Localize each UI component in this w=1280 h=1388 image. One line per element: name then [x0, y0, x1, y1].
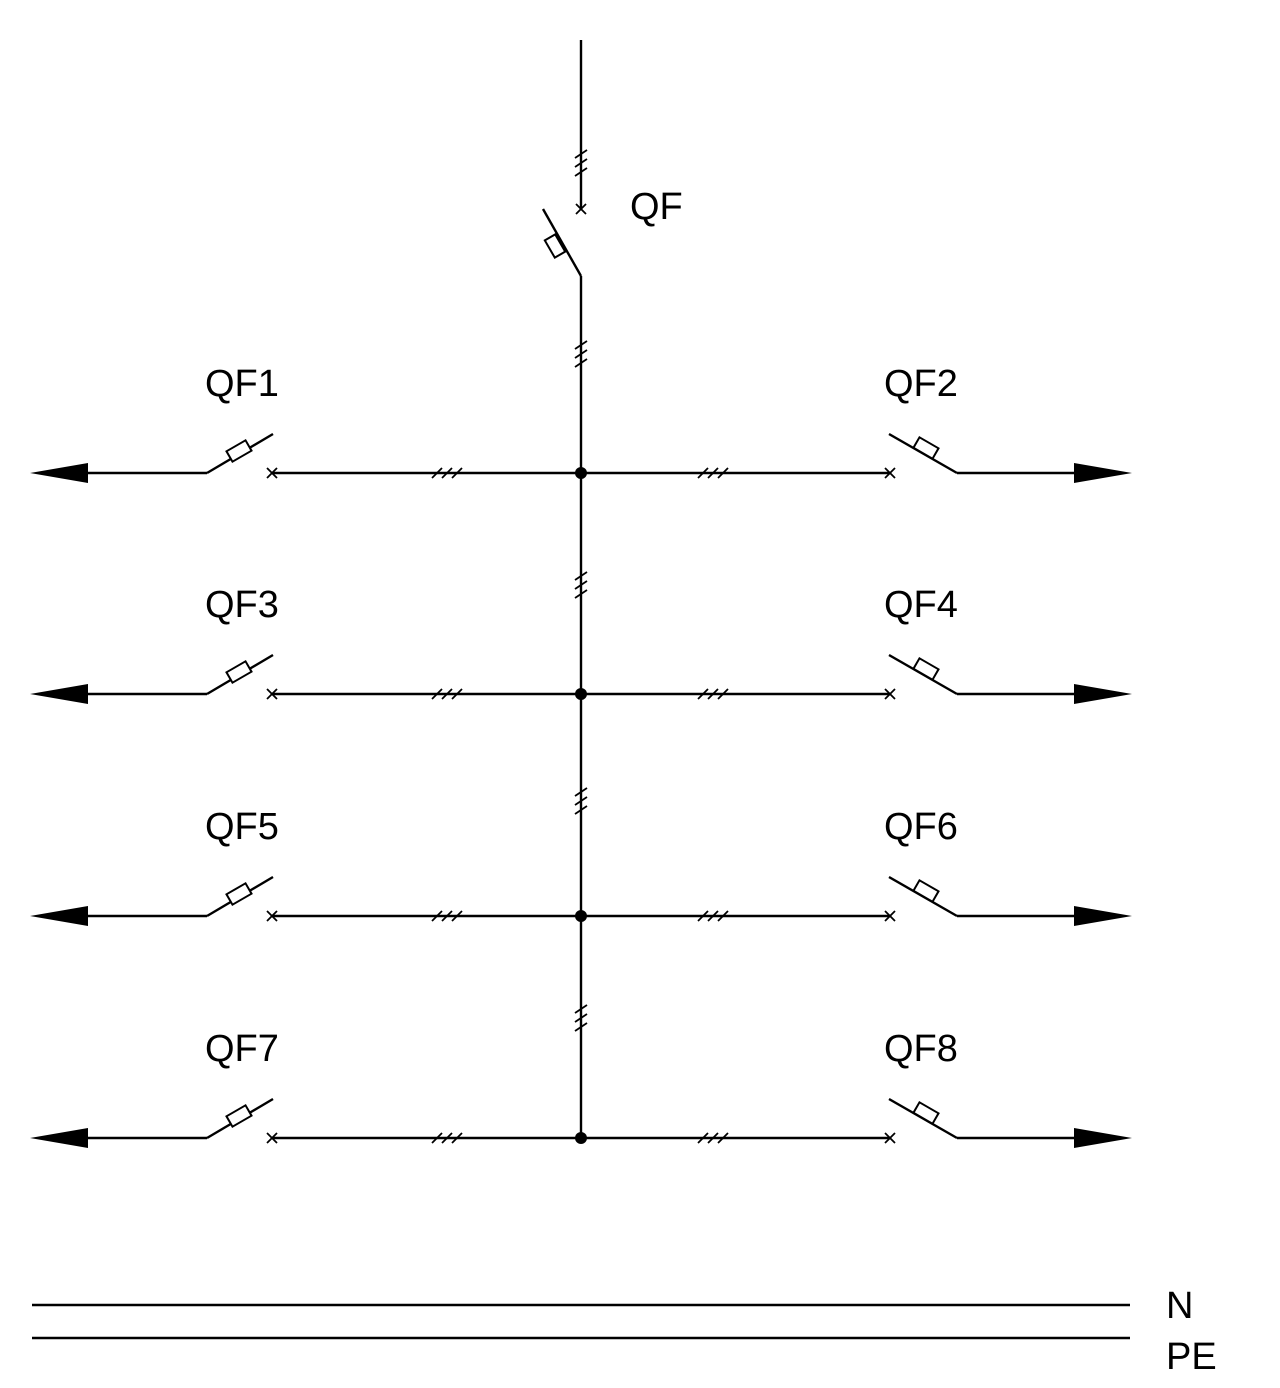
three-phase-tick-left: [431, 910, 463, 922]
branch-row: QF7 QF8: [30, 1028, 1132, 1148]
left-outgoing-arrow: [30, 1128, 88, 1148]
neutral-conductor: N: [32, 1285, 1193, 1327]
left-contact-cross: [266, 688, 278, 700]
three-phase-tick-right: [697, 688, 729, 700]
bus-junction-dot: [575, 688, 587, 700]
right-breaker-label: QF6: [884, 806, 958, 848]
left-contact-cross: [266, 467, 278, 479]
main-breaker-label: QF: [630, 186, 683, 228]
right-contact-cross: [884, 467, 896, 479]
bus-junction-dot: [575, 467, 587, 479]
right-outgoing-arrow: [1074, 463, 1132, 483]
left-breaker-label: QF1: [205, 363, 279, 405]
bus-junction-dot: [575, 910, 587, 922]
three-phase-tick-right: [697, 1132, 729, 1144]
protective-earth-conductor: PE: [32, 1336, 1217, 1378]
three-phase-tick-right: [697, 467, 729, 479]
right-breaker-label: QF8: [884, 1028, 958, 1070]
three-phase-tick-incoming: [574, 149, 588, 177]
left-breaker-trip-unit: [225, 1103, 253, 1129]
right-contact-cross: [884, 688, 896, 700]
right-breaker-trip-unit: [912, 1100, 940, 1126]
left-breaker-trip-unit: [225, 438, 253, 464]
left-outgoing-arrow: [30, 463, 88, 483]
left-contact-cross: [266, 910, 278, 922]
branch-row: QF5 QF6: [30, 806, 1132, 926]
three-phase-tick-right: [697, 910, 729, 922]
main-breaker-blade: [541, 208, 583, 277]
right-outgoing-arrow: [1074, 684, 1132, 704]
three-phase-tick-bus-1: [574, 340, 588, 368]
branch-row: QF1 QF2: [30, 363, 1132, 483]
right-breaker-trip-unit: [912, 656, 940, 682]
three-phase-tick-left: [431, 1132, 463, 1144]
left-breaker-label: QF3: [205, 584, 279, 626]
branch-row: QF3 QF4: [30, 584, 1132, 704]
neutral-label: N: [1166, 1285, 1193, 1327]
vertical-busbar: [574, 276, 588, 1138]
three-phase-tick-bus-2: [574, 571, 588, 599]
left-breaker-trip-unit: [225, 659, 253, 685]
right-breaker-label: QF2: [884, 363, 958, 405]
left-breaker-trip-unit: [225, 881, 253, 907]
three-phase-tick-bus-4: [574, 1004, 588, 1032]
right-contact-cross: [884, 910, 896, 922]
right-breaker-trip-unit: [912, 878, 940, 904]
left-breaker-label: QF7: [205, 1028, 279, 1070]
main-breaker-qf: QF: [541, 40, 683, 277]
left-outgoing-arrow: [30, 906, 88, 926]
protective-earth-label: PE: [1166, 1336, 1217, 1378]
main-contact-cross: [575, 203, 587, 215]
right-outgoing-arrow: [1074, 1128, 1132, 1148]
bus-junction-dot: [575, 1132, 587, 1144]
left-contact-cross: [266, 1132, 278, 1144]
right-breaker-label: QF4: [884, 584, 958, 626]
right-outgoing-arrow: [1074, 906, 1132, 926]
three-phase-tick-bus-3: [574, 787, 588, 815]
right-breaker-trip-unit: [912, 435, 940, 461]
left-breaker-label: QF5: [205, 806, 279, 848]
three-phase-tick-left: [431, 688, 463, 700]
left-outgoing-arrow: [30, 684, 88, 704]
main-breaker-trip-unit: [543, 232, 567, 260]
right-contact-cross: [884, 1132, 896, 1144]
three-phase-tick-left: [431, 467, 463, 479]
